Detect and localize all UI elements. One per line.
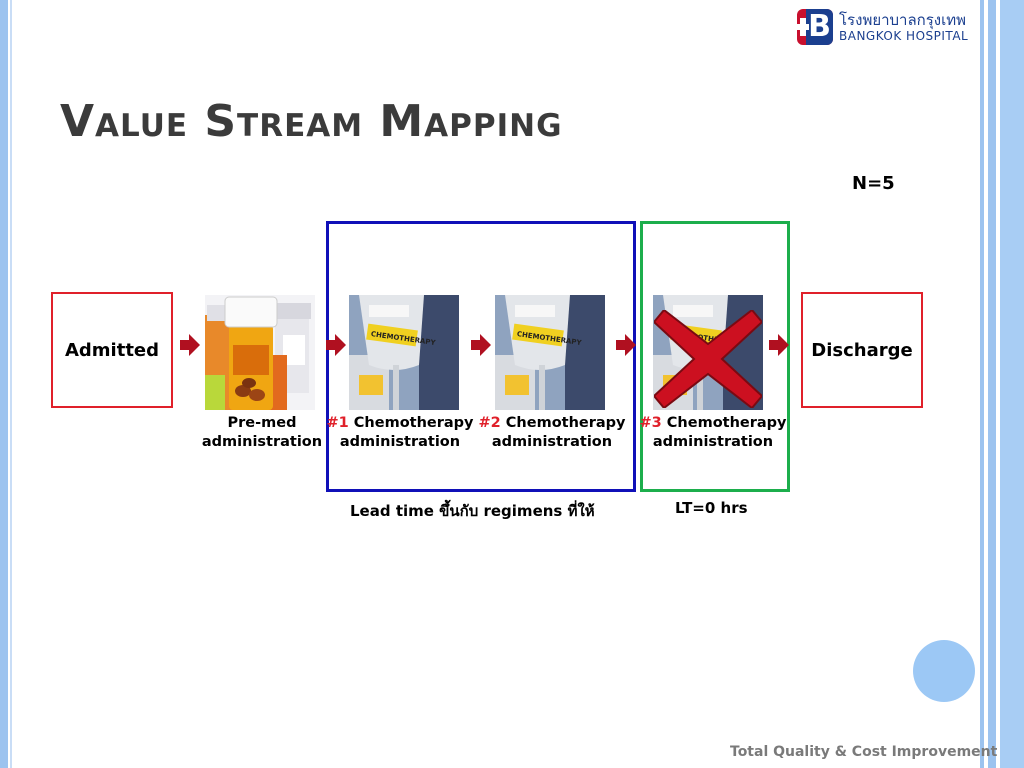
right-border-stripe <box>988 0 996 768</box>
lt-zero-note: LT=0 hrs <box>675 499 748 517</box>
lead-time-note: Lead time ขึ้นกับ regimens ที่ให้ <box>350 502 595 520</box>
decorative-circle <box>913 640 975 702</box>
chemo1-iv-bag-image: CHEMOTHERAPY <box>349 295 459 410</box>
right-border-stripe <box>1000 0 1024 768</box>
chemo3-caption-line1: Chemotherapy <box>666 415 787 431</box>
chemo2-caption-line1: Chemotherapy <box>505 415 626 431</box>
logo-thai-text: โรงพยาบาลกรุงเทพ <box>839 11 967 29</box>
chemo1-caption: #1 Chemotherapy administration <box>320 414 480 452</box>
chemo2-caption: #2 Chemotherapy administration <box>472 414 632 452</box>
right-border-stripe <box>980 0 984 768</box>
chemo1-caption-line1: Chemotherapy <box>353 415 474 431</box>
admitted-label: Admitted <box>64 339 160 361</box>
chemo1-caption-line2: administration <box>339 434 461 450</box>
chemo3-caption-line2: administration <box>652 434 774 450</box>
discharge-label: Discharge <box>811 339 913 361</box>
flow-arrow-icon <box>326 334 346 356</box>
chemo3-caption: #3 Chemotherapy administration <box>633 414 793 452</box>
admitted-box: Admitted <box>51 292 173 408</box>
chemo2-number: #2 <box>478 415 501 431</box>
variable-lead-time-group <box>326 221 636 492</box>
logo-english-text: BANGKOK HOSPITAL <box>839 29 969 43</box>
chemo3-number: #3 <box>639 415 662 431</box>
eliminated-cross-icon <box>654 310 762 408</box>
bangkok-hospital-logo: B โรงพยาบาลกรุงเทพ BANGKOK HOSPITAL <box>797 6 971 48</box>
left-border-stripe <box>0 0 8 768</box>
discharge-box: Discharge <box>801 292 923 408</box>
left-border-stripe-thin <box>10 0 12 768</box>
chemo2-caption-line2: administration <box>491 434 613 450</box>
chemo2-iv-bag-image: CHEMOTHERAPY <box>495 295 605 410</box>
eliminated-step-group <box>640 221 790 492</box>
premed-caption-line2: administration <box>201 434 323 450</box>
flow-arrow-icon <box>471 334 491 356</box>
sample-size-label: N=5 <box>852 173 895 194</box>
logo-mark-icon: B <box>797 9 833 45</box>
flow-arrow-icon <box>769 334 789 356</box>
premed-pill-bottles-image <box>205 295 315 410</box>
premed-caption-line1: Pre-med <box>227 415 297 431</box>
chemo1-number: #1 <box>326 415 349 431</box>
slide-title: Value Stream Mapping <box>60 96 563 147</box>
premed-caption: Pre-med administration <box>182 414 342 452</box>
footer-text: Total Quality & Cost Improvement <box>730 744 998 760</box>
flow-arrow-icon <box>180 334 200 356</box>
flow-arrow-icon <box>616 334 636 356</box>
